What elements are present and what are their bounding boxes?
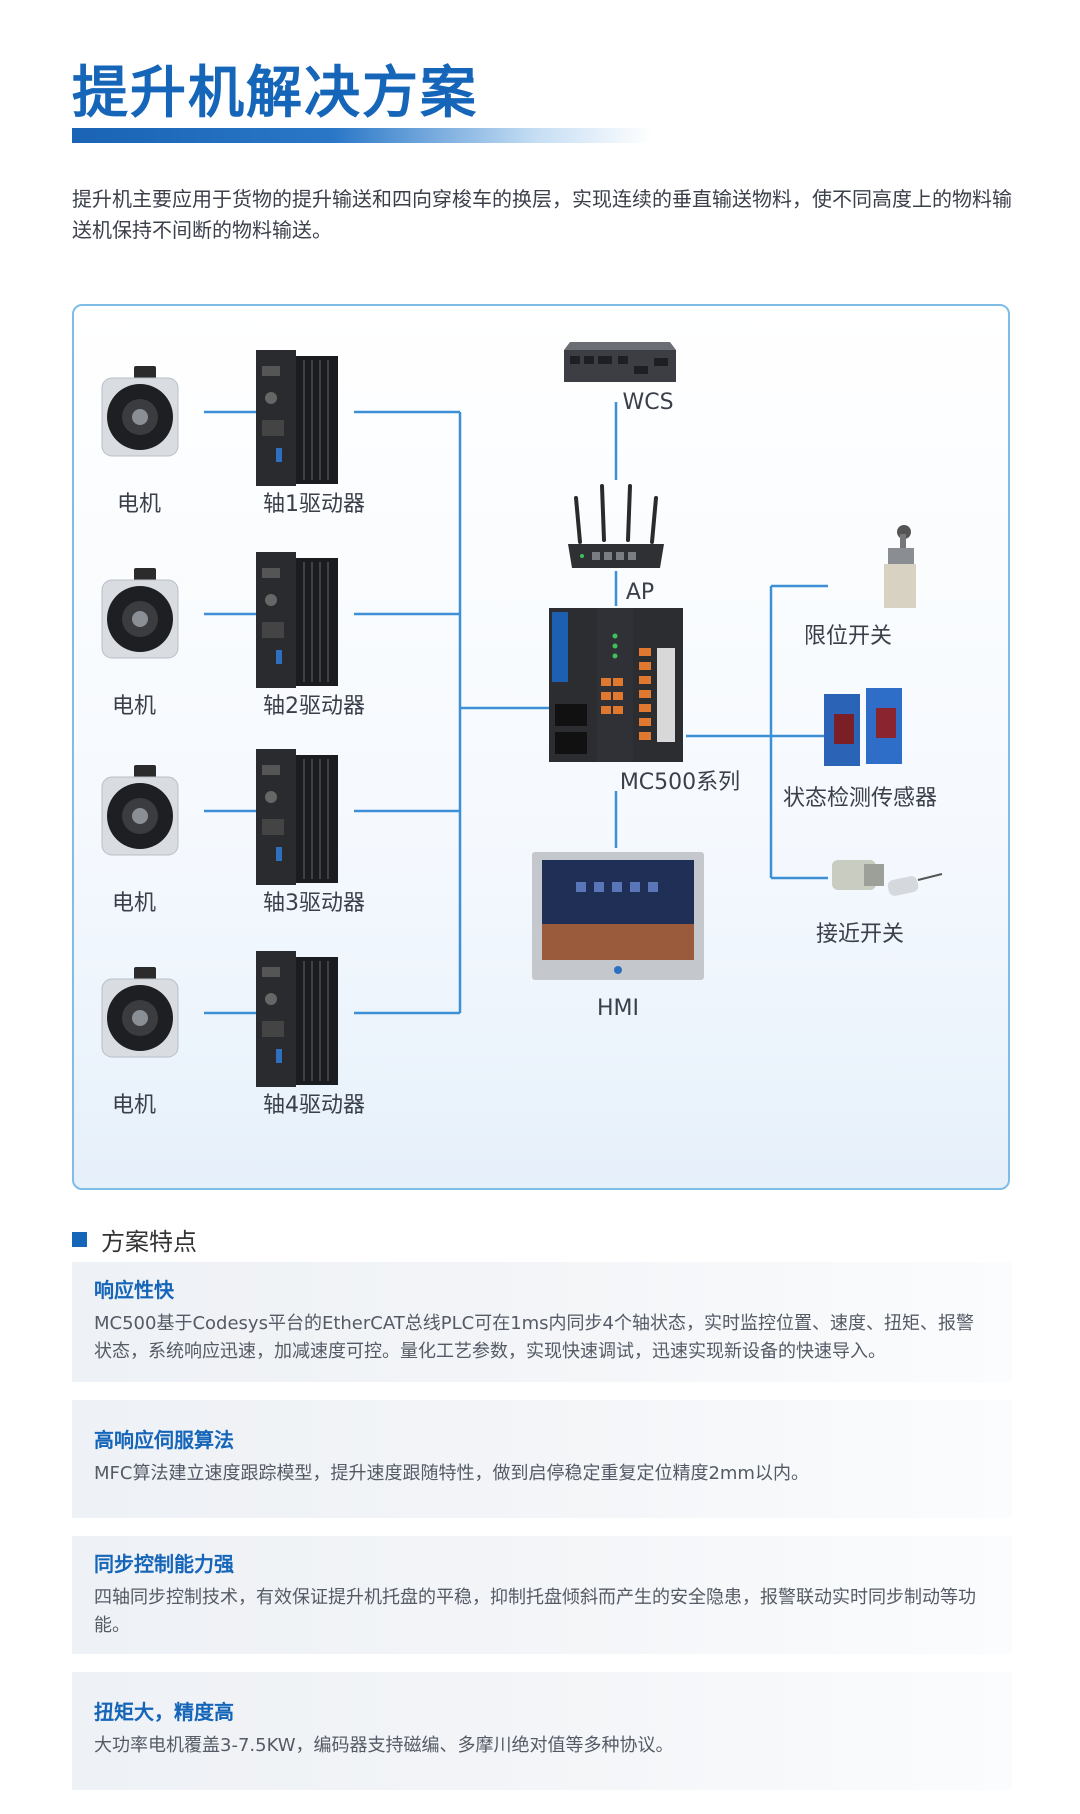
motor-label: 电机 — [111, 1093, 157, 1118]
limit-switch-icon — [884, 525, 916, 608]
ap-label: AP — [625, 580, 655, 605]
limit-switch-label: 限位开关 — [803, 624, 893, 649]
feature-title: 高响应伺服算法 — [94, 1428, 234, 1452]
feature-text: 四轴同步控制技术，有效保证提升机托盘的平稳，抑制托盘倾斜而产生的安全隐患，报警联… — [94, 1587, 976, 1636]
wcs-label: WCS — [622, 390, 674, 415]
feature-card: 响应性快 MC500基于Codesys平台的EtherCAT总线PLC可在1ms… — [72, 1262, 1012, 1382]
feature-title: 扭矩大，精度高 — [94, 1700, 234, 1724]
drive-label-2: 轴2驱动器 — [263, 694, 365, 719]
router-icon — [568, 484, 664, 568]
proximity-switch-label: 接近开关 — [815, 922, 905, 947]
title-underline — [72, 128, 652, 143]
drive-label-3: 轴3驱动器 — [263, 891, 365, 916]
motor-label: 电机 — [116, 492, 162, 517]
feature-card: 同步控制能力强 四轴同步控制技术，有效保证提升机托盘的平稳，抑制托盘倾斜而产生的… — [72, 1536, 1012, 1654]
motor-icon — [101, 366, 179, 457]
feature-card: 高响应伺服算法 MFC算法建立速度跟踪模型，提升速度跟随特性，做到启停稳定重复定… — [72, 1400, 1012, 1518]
servo-drive-icon — [256, 552, 338, 688]
feature-text: 大功率电机覆盖3-7.5KW，编码器支持磁编、多摩川绝对值等多种协议。 — [94, 1735, 674, 1756]
motor-icon — [101, 765, 179, 856]
servo-drive-icon — [256, 749, 338, 885]
hmi-panel-icon — [532, 852, 704, 980]
motor-label: 电机 — [111, 891, 157, 916]
plc-label: MC500系列 — [619, 770, 741, 795]
motor-icon — [101, 967, 179, 1058]
motor-icon — [101, 568, 179, 659]
industrial-pc-icon — [564, 342, 676, 382]
feature-text: MC500基于Codesys平台的EtherCAT总线PLC可在1ms内同步4个… — [94, 1313, 975, 1362]
system-diagram: 电机 电机 电机 电机 轴1驱动器 轴2驱 — [72, 304, 1010, 1190]
section-marker — [72, 1231, 87, 1247]
feature-text: MFC算法建立速度跟踪模型，提升速度跟随特性，做到启停稳定重复定位精度2mm以内… — [94, 1463, 809, 1484]
feature-title: 响应性快 — [94, 1278, 174, 1302]
intro-paragraph: 提升机主要应用于货物的提升输送和四向穿梭车的换层，实现连续的垂直输送物料，使不同… — [72, 187, 1012, 242]
features-section-heading: 方案特点 — [72, 1224, 197, 1256]
motor-label: 电机 — [111, 694, 157, 719]
feature-title: 同步控制能力强 — [94, 1552, 234, 1576]
connection-lines — [204, 402, 837, 1015]
servo-drive-icon — [256, 350, 338, 486]
feature-card: 扭矩大，精度高 大功率电机覆盖3-7.5KW，编码器支持磁编、多摩川绝对值等多种… — [72, 1672, 1012, 1790]
servo-drive-icon — [256, 951, 338, 1087]
drive-label-4: 轴4驱动器 — [263, 1093, 365, 1118]
photoelectric-sensor-icon — [824, 688, 902, 766]
features-title: 方案特点 — [101, 1227, 197, 1256]
page-title: 提升机解决方案 — [72, 61, 478, 126]
drive-label-1: 轴1驱动器 — [263, 492, 365, 517]
hmi-label: HMI — [596, 996, 640, 1021]
proximity-switch-icon — [832, 860, 943, 896]
status-sensor-label: 状态检测传感器 — [782, 786, 938, 811]
plc-controller-icon — [549, 608, 683, 762]
